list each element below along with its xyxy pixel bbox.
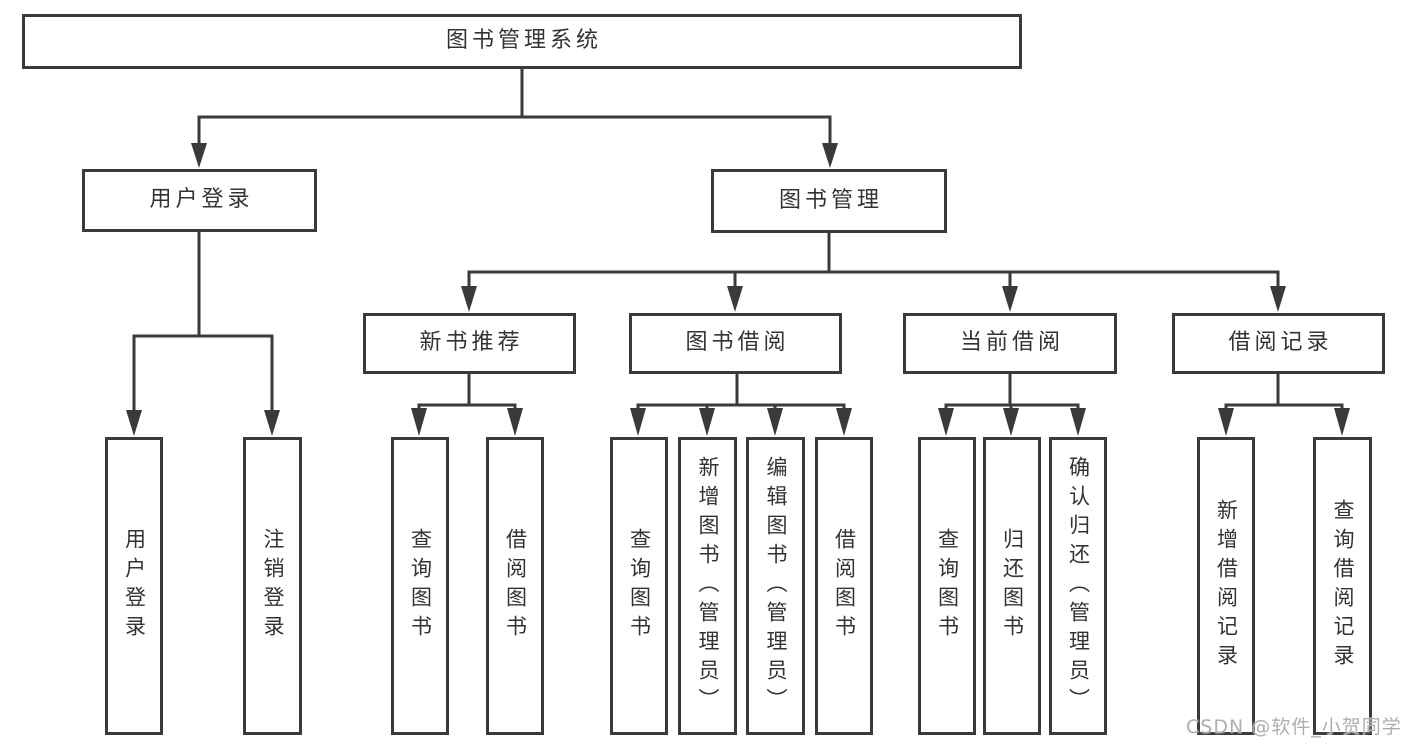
connector-user-login-to-leaves (132, 229, 274, 413)
arrow-down-icon (630, 408, 646, 436)
leaf-query-books-recommend-label: 查询图书 (408, 528, 433, 644)
arrow-down-icon (836, 408, 852, 436)
node-new-book-recommend-label: 新书推荐 (419, 330, 524, 356)
arrow-down-icon (1002, 286, 1018, 312)
connector-book-mgmt-to-level3 (467, 231, 1280, 289)
leaf-edit-book-admin: 编辑图书（管理员） (746, 437, 805, 735)
connector-root-to-level2 (197, 67, 832, 145)
leaf-add-borrow-record-label: 新增借阅记录 (1214, 499, 1239, 673)
leaf-query-books-borrow: 查询图书 (610, 437, 668, 735)
node-user-login: 用户登录 (82, 169, 317, 232)
leaf-borrow-books: 借阅图书 (815, 437, 873, 735)
arrow-down-icon (767, 408, 783, 436)
arrow-down-icon (1218, 408, 1234, 436)
node-current-borrow: 当前借阅 (903, 313, 1117, 374)
arrow-down-icon (191, 143, 207, 168)
node-new-book-recommend: 新书推荐 (363, 313, 576, 374)
leaf-add-book-admin-label: 新增图书（管理员） (696, 455, 720, 717)
arrow-down-icon (411, 408, 427, 436)
arrow-down-icon (699, 408, 715, 436)
leaf-query-books-recommend: 查询图书 (391, 437, 449, 735)
leaf-return-book-label: 归还图书 (1000, 528, 1025, 644)
connector-new-books-to-leaves (417, 372, 517, 412)
leaf-logout: 注销登录 (243, 437, 302, 735)
arrow-down-icon (822, 143, 838, 168)
leaf-borrow-books-recommend: 借阅图书 (486, 437, 544, 735)
arrow-down-icon (126, 410, 142, 436)
connector-lines (132, 67, 1344, 413)
arrow-down-icon (938, 408, 954, 436)
arrow-down-icon (461, 286, 477, 312)
leaf-query-books-borrow-label: 查询图书 (627, 528, 652, 644)
node-user-login-label: 用户登录 (149, 187, 254, 213)
leaf-query-books-current: 查询图书 (918, 437, 976, 735)
csdn-watermark: CSDN @软件_小贺同学 (1186, 716, 1402, 738)
leaf-edit-book-admin-label: 编辑图书（管理员） (764, 455, 788, 717)
node-current-borrow-label: 当前借阅 (959, 330, 1064, 356)
leaf-borrow-books-label: 借阅图书 (832, 528, 857, 644)
node-book-management-label: 图书管理 (778, 187, 883, 213)
leaf-return-book: 归还图书 (983, 437, 1041, 735)
arrow-down-icon (1070, 408, 1086, 436)
leaf-query-borrow-record-label: 查询借阅记录 (1331, 499, 1355, 673)
node-borrow-records: 借阅记录 (1172, 313, 1385, 374)
arrowheads (126, 143, 1350, 436)
leaf-user-login: 用户登录 (105, 437, 163, 735)
connector-borrow-records-to-leaves (1224, 372, 1344, 412)
node-book-borrow: 图书借阅 (629, 313, 842, 374)
node-root-label: 图书管理系统 (445, 28, 602, 54)
leaf-confirm-return-admin-label: 确认归还（管理员） (1066, 455, 1091, 717)
node-root: 图书管理系统 (22, 14, 1022, 69)
leaf-logout-label: 注销登录 (261, 528, 285, 644)
leaf-add-book-admin: 新增图书（管理员） (678, 437, 737, 735)
node-book-management: 图书管理 (711, 169, 947, 233)
arrow-down-icon (507, 408, 523, 436)
leaf-borrow-books-recommend-label: 借阅图书 (503, 528, 528, 644)
node-book-borrow-label: 图书借阅 (685, 330, 790, 356)
arrow-down-icon (264, 410, 280, 436)
connector-current-borrow-to-leaves (944, 372, 1080, 412)
leaf-add-borrow-record: 新增借阅记录 (1197, 437, 1255, 735)
connector-book-borrow-to-leaves (636, 372, 846, 412)
leaf-query-books-current-label: 查询图书 (935, 528, 960, 644)
arrow-down-icon (1003, 408, 1019, 436)
leaf-query-borrow-record: 查询借阅记录 (1313, 437, 1372, 735)
leaf-confirm-return-admin: 确认归还（管理员） (1049, 437, 1107, 735)
arrow-down-icon (1334, 408, 1350, 436)
leaf-user-login-label: 用户登录 (122, 528, 147, 644)
arrow-down-icon (1270, 286, 1286, 312)
node-borrow-records-label: 借阅记录 (1228, 330, 1333, 356)
arrow-down-icon (727, 286, 743, 312)
